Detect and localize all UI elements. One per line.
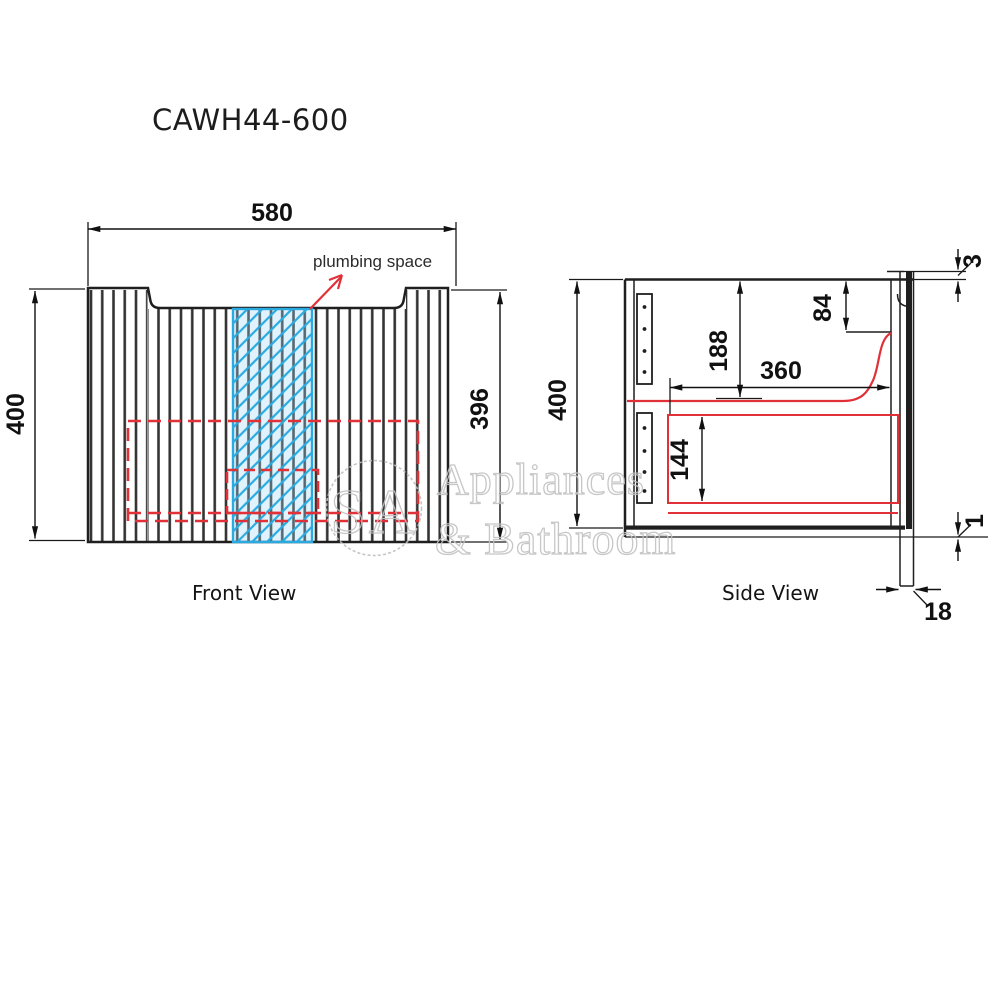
watermark: SA Appliances & Bathroom bbox=[325, 454, 676, 565]
side-dim-top-clearance: 188 bbox=[705, 281, 762, 400]
plumbing-leader-arrow bbox=[309, 273, 344, 310]
svg-text:400: 400 bbox=[2, 393, 30, 435]
page-title: CAWH44-600 bbox=[152, 103, 349, 137]
side-dim-basin-recess: 84 bbox=[809, 281, 850, 331]
side-dim-depth: 360 bbox=[669, 357, 890, 414]
plumbing-profile-line bbox=[627, 332, 892, 403]
front-view: plumbing space 580 400 396 Front View bbox=[2, 199, 507, 605]
side-view: 400 188 84 360 144 3 bbox=[544, 249, 989, 626]
svg-text:1: 1 bbox=[961, 514, 989, 528]
watermark-circle bbox=[325, 459, 423, 557]
watermark-line2: & Bathroom bbox=[435, 513, 676, 564]
drawer-slide-rails bbox=[636, 293, 653, 504]
svg-text:18: 18 bbox=[924, 598, 952, 626]
plumbing-zone bbox=[231, 307, 314, 544]
front-view-label: Front View bbox=[192, 581, 296, 605]
front-dashed-outline-large bbox=[126, 419, 420, 523]
svg-text:580: 580 bbox=[251, 199, 293, 227]
svg-text:144: 144 bbox=[666, 439, 694, 481]
svg-text:84: 84 bbox=[809, 294, 837, 322]
side-door-panel bbox=[887, 270, 966, 587]
side-dim-drawer-inner: 144 bbox=[666, 416, 706, 502]
drawer-box-outline bbox=[667, 414, 899, 504]
svg-text:3: 3 bbox=[959, 254, 987, 268]
front-dim-height: 400 bbox=[2, 288, 85, 542]
svg-text:188: 188 bbox=[705, 330, 733, 372]
front-cabinet-outline bbox=[86, 286, 450, 544]
side-dim-height: 400 bbox=[544, 278, 623, 529]
side-bottom-panel bbox=[625, 525, 905, 530]
front-dashed-outline-small bbox=[225, 468, 320, 515]
side-dim-bottom-gap: 1 bbox=[954, 512, 989, 561]
watermark-monogram: SA bbox=[330, 476, 418, 547]
svg-text:360: 360 bbox=[760, 357, 802, 385]
front-dim-width: 580 bbox=[87, 199, 457, 286]
side-view-label: Side View bbox=[722, 581, 819, 605]
front-flutes-right bbox=[406, 290, 448, 542]
svg-text:400: 400 bbox=[544, 379, 572, 421]
watermark-line1: Appliances bbox=[437, 455, 645, 504]
side-dim-top-gap: 3 bbox=[954, 249, 987, 302]
svg-text:396: 396 bbox=[466, 388, 494, 430]
plumbing-note: plumbing space bbox=[313, 252, 432, 271]
front-flutes-left bbox=[88, 290, 148, 542]
front-dim-door-height: 396 bbox=[451, 289, 507, 543]
side-dim-door-thickness: 18 bbox=[876, 586, 952, 626]
